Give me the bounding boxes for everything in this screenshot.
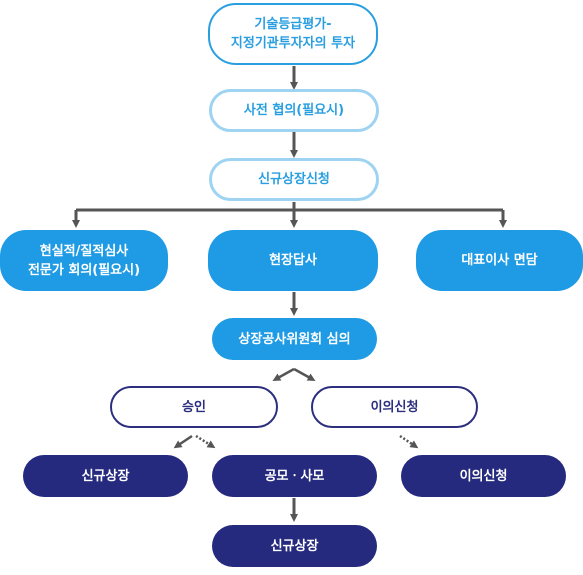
arrow-objection-to-result — [399, 434, 419, 449]
node-review-meeting: 현실적/질적심사 전문가 회의(필요시) — [0, 230, 168, 291]
node-new-listing-a: 신규상장 — [23, 455, 188, 497]
node-objection: 이의신청 — [311, 386, 478, 428]
node-apply: 신규상장신청 — [209, 158, 379, 201]
node-ceo-interview: 대표이사 면담 — [416, 230, 583, 291]
node-new-listing-b: 신규상장 — [212, 525, 377, 567]
node-site-visit: 현장답사 — [208, 230, 378, 291]
arrow-approval-to-listing — [173, 434, 193, 449]
node-committee: 상장공사위원회 심의 — [212, 318, 377, 360]
node-objection-result: 이의신청 — [401, 455, 566, 497]
node-approval: 승인 — [110, 386, 278, 428]
node-start: 기술등급평가- 지정기관투자자의 투자 — [208, 3, 378, 65]
arrow-committee-to-objection — [293, 367, 316, 381]
node-pre-consult: 사전 협의(필요시) — [209, 89, 379, 132]
node-offering: 공모ㆍ사모 — [212, 455, 377, 497]
arrow-approval-to-offering — [195, 434, 216, 449]
arrow-committee-to-approval — [272, 367, 295, 381]
